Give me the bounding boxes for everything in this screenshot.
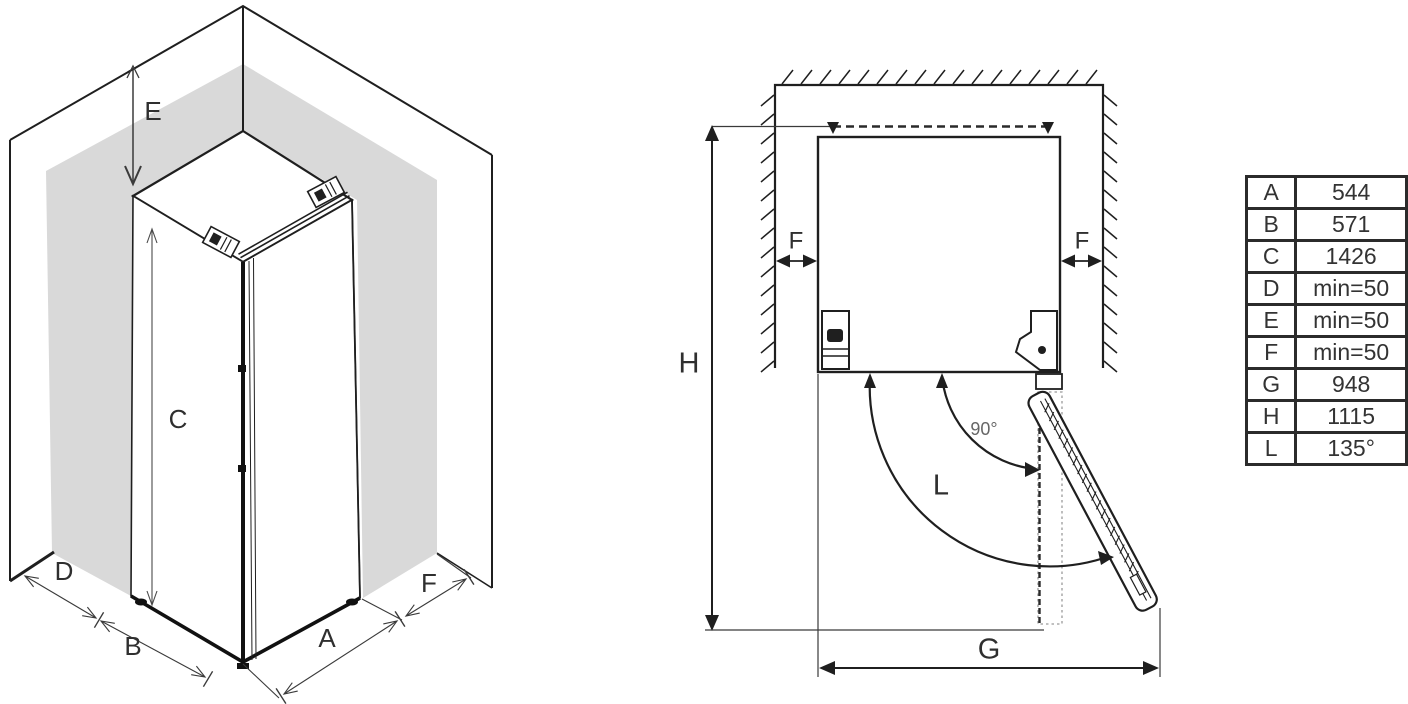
door-hinge <box>1014 310 1063 390</box>
door-swing-arcs <box>864 373 1114 568</box>
dimension-d-label: D <box>55 556 74 586</box>
dimension-a <box>242 611 406 704</box>
dim-value: min=50 <box>1294 303 1408 338</box>
plan-view-diagram: H F F <box>679 69 1161 677</box>
dimension-f-left-label: F <box>789 227 804 254</box>
dimension-g-label: G <box>978 634 1001 666</box>
dim-value: min=50 <box>1294 335 1408 370</box>
dim-value: 1426 <box>1294 239 1408 274</box>
refrigerator-isometric <box>130 129 361 669</box>
dimension-a-label: A <box>318 623 336 653</box>
door-top-edge <box>238 191 350 259</box>
dim-key: A <box>1244 175 1298 210</box>
dimension-l-label: L <box>933 470 949 502</box>
hinge-bracket-icon <box>306 175 346 209</box>
table-row: D min=50 <box>1244 271 1408 306</box>
dimension-c-label: C <box>169 404 188 434</box>
table-row: C 1426 <box>1244 239 1408 274</box>
dim-value: 948 <box>1294 367 1408 402</box>
dimension-e-label: E <box>144 96 161 126</box>
dim-key: H <box>1244 399 1298 434</box>
dimension-d <box>23 575 105 629</box>
dimension-b <box>99 620 214 688</box>
wall-spacer <box>712 122 1054 134</box>
clearance-zone-shading <box>46 64 437 598</box>
door-90-phantom <box>1037 391 1063 625</box>
door-open-135 <box>1027 390 1158 612</box>
dimension-f-iso-label: F <box>421 568 437 598</box>
dimension-f-left <box>776 254 817 268</box>
dimension-h <box>705 125 1044 631</box>
room-walls <box>9 4 493 589</box>
compressor-unit <box>821 310 850 370</box>
dimension-g <box>817 374 1161 677</box>
table-row: H 1115 <box>1244 399 1408 434</box>
dim-key: B <box>1244 207 1298 242</box>
hinge-pin <box>238 365 246 372</box>
refrigerator-plan <box>816 135 1062 374</box>
table-row: L 135° <box>1244 431 1408 466</box>
hinge-pin <box>238 465 246 472</box>
table-row: B 571 <box>1244 207 1408 242</box>
door-gap-line <box>248 257 257 661</box>
dimension-b-label: B <box>124 631 141 661</box>
table-row: G 948 <box>1244 367 1408 402</box>
isometric-corner-diagram: E C D B <box>9 4 493 704</box>
dim-value: min=50 <box>1294 271 1408 306</box>
dimension-f-right <box>1061 254 1102 268</box>
dim-key: D <box>1244 271 1298 306</box>
hinge-bracket-icon <box>201 225 241 259</box>
table-row: E min=50 <box>1244 303 1408 338</box>
dim-value: 544 <box>1294 175 1408 210</box>
dimension-f-iso <box>361 553 475 621</box>
dim-key: G <box>1244 367 1298 402</box>
dim-key: E <box>1244 303 1298 338</box>
table-row: F min=50 <box>1244 335 1408 370</box>
refrigerator-feet <box>135 598 358 669</box>
dim-value: 1115 <box>1294 399 1408 434</box>
table-row: A 544 <box>1244 175 1408 210</box>
dim-key: L <box>1244 431 1298 466</box>
dimension-f-right-label: F <box>1075 227 1090 254</box>
dimensions-table: A 544 B 571 C 1426 D min=50 E min=50 F m… <box>1244 175 1408 466</box>
dim-value: 571 <box>1294 207 1408 242</box>
dim-key: F <box>1244 335 1298 370</box>
angle-90-label: 90° <box>970 419 997 439</box>
dimension-c <box>146 227 158 607</box>
dimension-h-label: H <box>679 348 700 380</box>
dimension-e <box>124 64 142 187</box>
dim-key: C <box>1244 239 1298 274</box>
dim-value: 135° <box>1294 431 1408 466</box>
wall-hatching <box>760 69 1118 373</box>
alcove-walls <box>773 83 1105 368</box>
